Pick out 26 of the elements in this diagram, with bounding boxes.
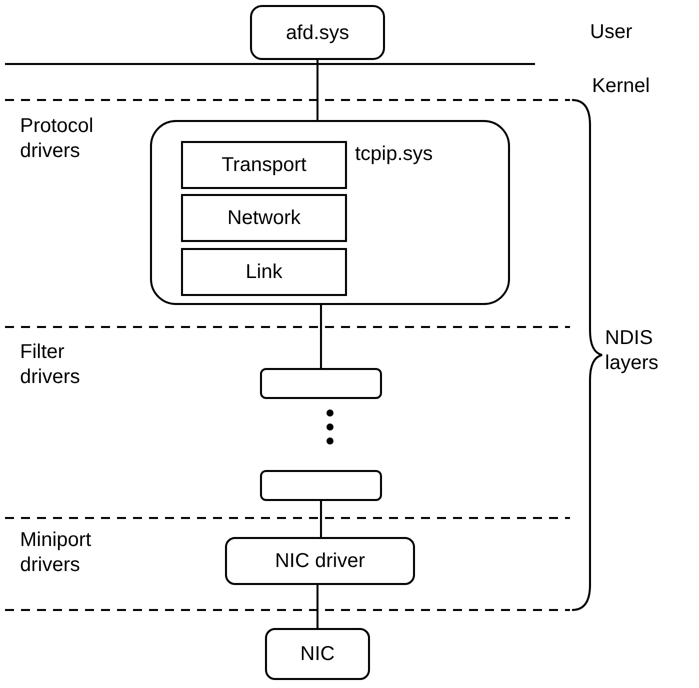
node-label: Link bbox=[246, 260, 282, 284]
layer-label: User bbox=[590, 20, 634, 45]
connector-line bbox=[320, 501, 322, 537]
process-box bbox=[181, 194, 347, 242]
node-label: Network bbox=[227, 206, 301, 230]
connector-line bbox=[316, 60, 318, 120]
process-box bbox=[265, 628, 370, 680]
node-label: afd.sys bbox=[286, 20, 350, 44]
empty-box bbox=[260, 368, 382, 399]
process-box bbox=[225, 537, 415, 585]
layer-label: Protocol drivers bbox=[20, 114, 94, 164]
node-label: NIC driver bbox=[274, 549, 365, 573]
layer-label: Miniport drivers bbox=[20, 528, 92, 578]
group-box bbox=[150, 120, 510, 305]
layer-label: Kernel bbox=[592, 74, 651, 99]
layer-label: NDIS layers bbox=[605, 326, 660, 376]
layer-label: Filter drivers bbox=[20, 340, 82, 390]
process-box bbox=[181, 248, 347, 296]
connector-line bbox=[316, 585, 318, 628]
group-title: tcpip.sys bbox=[355, 142, 433, 166]
empty-box bbox=[260, 470, 382, 501]
node-label: NIC bbox=[300, 642, 335, 666]
node-label: Transport bbox=[222, 153, 306, 177]
process-box bbox=[250, 5, 385, 60]
process-box bbox=[181, 141, 347, 189]
connector-line bbox=[320, 305, 322, 368]
